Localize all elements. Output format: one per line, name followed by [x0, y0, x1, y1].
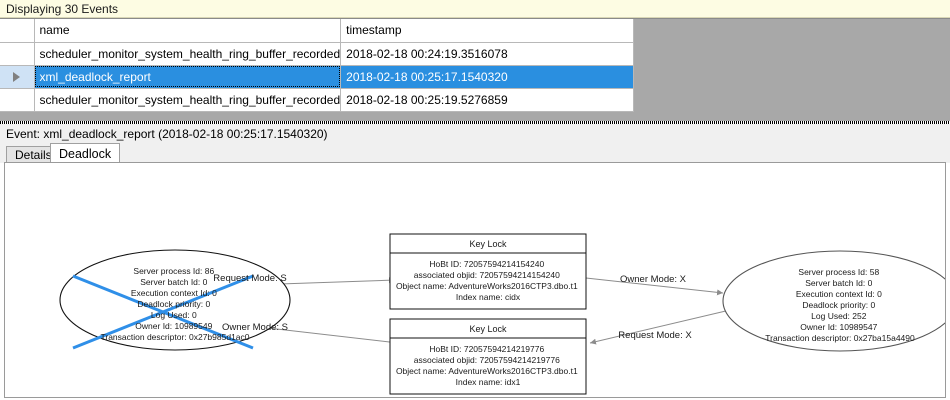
row-pointer-icon [13, 72, 21, 83]
process-right-line-2: Execution context Id: 0 [796, 289, 882, 299]
keylock-top-line-1: associated objid: 72057594214154240 [414, 270, 560, 280]
column-header-selector [0, 19, 35, 43]
process-left-line-1: Server batch Id: 0 [140, 277, 207, 287]
cell-timestamp[interactable]: 2018-02-18 00:24:19.3516078 [340, 42, 635, 66]
process-right-line-6: Transaction descriptor: 0x27ba15a4490 [765, 333, 915, 343]
process-left-line-6: Transaction descriptor: 0x27b985d1ac0 [101, 332, 250, 342]
keylock-top-line-3: Index name: cidx [456, 292, 521, 302]
edge-right-owner [585, 277, 724, 296]
process-right-line-4: Log Used: 252 [811, 311, 867, 321]
resource-node-keylock-bottom[interactable]: Key Lock HoBt ID: 72057594214219776 asso… [389, 318, 587, 395]
table-header-row: name timestamp [0, 19, 635, 43]
process-right-line-0: Server process Id: 58 [798, 267, 879, 277]
edge-label-right-owner: Owner Mode: X [620, 274, 687, 285]
cell-name[interactable]: scheduler_monitor_system_health_ring_buf… [34, 42, 342, 66]
splitter-handle[interactable] [0, 121, 950, 124]
process-right-line-5: Owner Id: 10989547 [800, 322, 877, 332]
events-table: name timestamp scheduler_monitor_system_… [0, 19, 635, 112]
table-row[interactable]: scheduler_monitor_system_health_ring_buf… [0, 42, 635, 66]
tab-strip: Details Deadlock [0, 143, 950, 163]
process-left-line-5: Owner Id: 10989549 [135, 321, 212, 331]
keylock-bottom-line-3: Index name: idx1 [456, 377, 521, 387]
process-right-line-1: Server batch Id: 0 [805, 278, 872, 288]
process-node-right[interactable]: Server process Id: 58 Server batch Id: 0… [722, 250, 945, 352]
table-row[interactable]: xml_deadlock_report 2018-02-18 00:25:17.… [0, 65, 635, 89]
row-selector-cell[interactable] [0, 42, 35, 66]
event-header-label: Event: xml_deadlock_report (2018-02-18 0… [6, 126, 328, 141]
keylock-top-line-2: Object name: AdventureWorks2016CTP3.dbo.… [396, 281, 578, 291]
edge-label-right-request: Request Mode: X [618, 330, 692, 341]
cell-name[interactable]: xml_deadlock_report [34, 65, 342, 89]
tab-details-label: Details [15, 148, 52, 162]
keylock-bottom-title: Key Lock [469, 324, 507, 334]
keylock-top-line-0: HoBt ID: 72057594214154240 [429, 259, 544, 269]
tab-deadlock-label: Deadlock [59, 146, 112, 161]
deadlock-victim-cross-icon [72, 274, 254, 350]
table-row[interactable]: scheduler_monitor_system_health_ring_buf… [0, 88, 635, 112]
svg-text:HoBt ID: 72057594214219776: HoBt ID: 72057594214219776 associated ob… [396, 344, 580, 387]
events-table-body: scheduler_monitor_system_health_ring_buf… [0, 42, 635, 112]
event-header: Event: xml_deadlock_report (2018-02-18 0… [0, 124, 950, 143]
process-left-line-2: Execution context Id: 0 [131, 288, 217, 298]
svg-text:HoBt ID: 72057594214154240: HoBt ID: 72057594214154240 associated ob… [396, 259, 580, 302]
process-node-left[interactable]: Server process Id: 86 Server batch Id: 0… [59, 249, 291, 351]
keylock-bottom-line-2: Object name: AdventureWorks2016CTP3.dbo.… [396, 366, 578, 376]
cell-timestamp[interactable]: 2018-02-18 00:25:17.1540320 [340, 65, 635, 89]
process-right-line-3: Deadlock priority: 0 [802, 300, 875, 310]
keylock-bottom-line-0: HoBt ID: 72057594214219776 [429, 344, 544, 354]
process-left-line-4: Log Used: 0 [151, 310, 197, 320]
tab-details[interactable]: Details [6, 146, 61, 163]
edge-right-request [589, 309, 731, 345]
edge-label-left-request: Request Mode: S [213, 273, 286, 284]
cell-timestamp[interactable]: 2018-02-18 00:25:19.5276859 [340, 88, 635, 112]
resource-node-keylock-top[interactable]: Key Lock HoBt ID: 72057594214154240 asso… [389, 233, 587, 310]
cell-name[interactable]: scheduler_monitor_system_health_ring_buf… [34, 88, 342, 112]
process-left-line-0: Server process Id: 86 [133, 266, 214, 276]
edge-label-left-owner: Owner Mode: S [222, 322, 288, 333]
column-header-timestamp[interactable]: timestamp [340, 19, 635, 43]
process-left-line-3: Deadlock priority: 0 [137, 299, 210, 309]
banner-label: Displaying 30 Events [6, 1, 119, 16]
row-selector-cell[interactable] [0, 65, 35, 89]
displaying-events-banner: Displaying 30 Events [0, 0, 950, 18]
keylock-bottom-line-1: associated objid: 72057594214219776 [414, 355, 560, 365]
row-selector-cell[interactable] [0, 88, 35, 112]
events-grid[interactable]: name timestamp scheduler_monitor_system_… [0, 18, 950, 121]
svg-text:Server process Id: 86: Server process Id: 86 Server batch Id: 0… [101, 266, 250, 342]
column-header-name[interactable]: name [34, 19, 342, 43]
tab-deadlock[interactable]: Deadlock [50, 143, 121, 163]
deadlock-graph-canvas[interactable]: Server process Id: 86 Server batch Id: 0… [4, 162, 946, 398]
keylock-top-title: Key Lock [469, 239, 507, 249]
svg-text:Server process Id: 58: Server process Id: 58 Server batch Id: 0… [765, 267, 915, 343]
